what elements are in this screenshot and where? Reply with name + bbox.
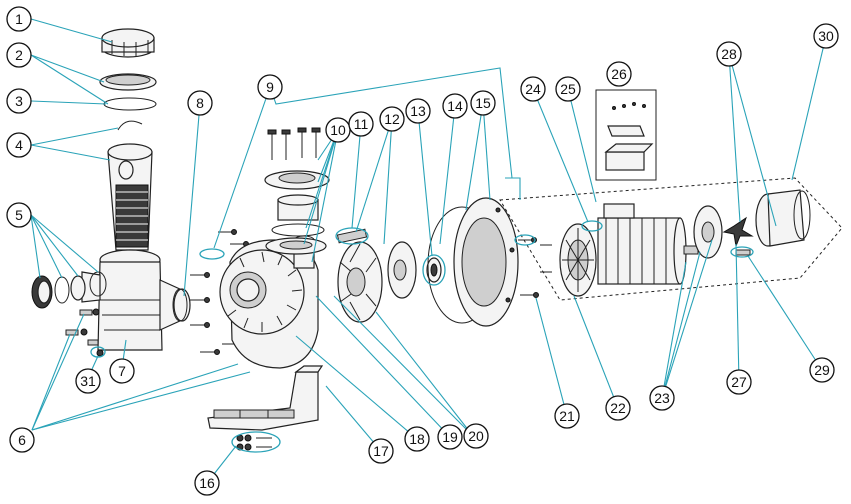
callout-25: 25 — [555, 76, 581, 102]
svg-text:15: 15 — [475, 95, 491, 111]
svg-text:6: 6 — [18, 432, 26, 448]
lid-oring-part — [103, 97, 157, 111]
callout-8: 8 — [187, 90, 213, 116]
callout-14: 14 — [442, 93, 468, 119]
svg-text:12: 12 — [384, 111, 400, 127]
svg-text:20: 20 — [468, 428, 484, 444]
callout-15: 15 — [470, 90, 496, 116]
strainer-basket-part — [107, 120, 153, 251]
mechanical-seal-part — [426, 257, 442, 283]
motor-assembly-frame — [499, 177, 843, 301]
fan-part — [722, 216, 754, 248]
callout-28: 28 — [716, 41, 742, 67]
callout-24: 24 — [520, 76, 546, 102]
svg-text:30: 30 — [818, 28, 834, 44]
callout-21: 21 — [554, 403, 580, 429]
svg-text:13: 13 — [410, 103, 426, 119]
callout-5: 5 — [6, 202, 32, 228]
svg-text:11: 11 — [354, 116, 369, 132]
callout-27: 27 — [726, 369, 752, 395]
support-foot-part — [207, 365, 324, 431]
lid-ring-part — [101, 28, 155, 58]
top-bolts-part — [267, 127, 321, 160]
callout-4: 4 — [6, 132, 32, 158]
callout-31: 31 — [75, 368, 101, 394]
svg-text:2: 2 — [15, 47, 23, 63]
motor-flange-part — [559, 223, 597, 297]
callout-20: 20 — [463, 423, 489, 449]
svg-text:4: 4 — [15, 137, 23, 153]
foot-bolts-part — [236, 434, 272, 451]
adapter-bolts-part — [518, 237, 552, 298]
callout-23: 23 — [649, 385, 675, 411]
callout-6: 6 — [9, 427, 35, 453]
svg-text:9: 9 — [266, 79, 274, 95]
impeller-part — [387, 241, 417, 299]
callout-16: 16 — [194, 470, 220, 496]
svg-text:26: 26 — [611, 66, 627, 82]
callout-22: 22 — [605, 395, 631, 421]
fan-cover-screw-part — [735, 249, 751, 256]
callout-3: 3 — [6, 88, 32, 114]
callout-7: 7 — [109, 358, 135, 384]
svg-text:25: 25 — [560, 81, 576, 97]
callout-30: 30 — [813, 23, 839, 49]
svg-text:29: 29 — [814, 362, 830, 378]
union-nut-part — [31, 271, 107, 309]
clear-lid-part — [99, 73, 157, 91]
callout-12: 12 — [379, 106, 405, 132]
svg-text:10: 10 — [330, 122, 346, 138]
svg-text:7: 7 — [118, 363, 126, 379]
svg-text:1: 1 — [15, 11, 23, 27]
fan-cover-part — [755, 189, 811, 247]
rear-bearing-cover-part — [693, 205, 723, 259]
svg-text:21: 21 — [559, 408, 575, 424]
drain-plugs-part — [65, 308, 104, 357]
motor-body-part — [597, 203, 699, 285]
shaft-sleeve-part — [336, 228, 368, 244]
svg-text:5: 5 — [15, 207, 23, 223]
callout-17: 17 — [368, 438, 394, 464]
strainer-housing-part — [81, 249, 191, 351]
svg-text:27: 27 — [731, 374, 747, 390]
svg-text:14: 14 — [447, 98, 463, 114]
svg-text:24: 24 — [525, 81, 541, 97]
callout-26: 26 — [606, 61, 632, 87]
svg-text:17: 17 — [373, 443, 389, 459]
terminal-box-part — [595, 89, 657, 181]
svg-text:28: 28 — [721, 46, 737, 62]
callout-18: 18 — [404, 426, 430, 452]
svg-text:23: 23 — [654, 390, 670, 406]
callout-29: 29 — [809, 357, 835, 383]
seal-flange-part — [264, 170, 330, 255]
callout-13: 13 — [405, 98, 431, 124]
svg-text:19: 19 — [442, 429, 458, 445]
seal-plate-part — [427, 197, 519, 327]
callout-19: 19 — [437, 424, 463, 450]
svg-text:3: 3 — [15, 93, 23, 109]
callout-1: 1 — [6, 6, 32, 32]
svg-text:16: 16 — [199, 475, 215, 491]
leader-lines — [30, 18, 827, 484]
housing-oring-part — [172, 288, 188, 322]
callout-2: 2 — [6, 42, 32, 68]
callout-11: 11 — [348, 111, 374, 137]
svg-text:31: 31 — [80, 373, 96, 389]
svg-text:18: 18 — [409, 431, 425, 447]
callout-10: 10 — [325, 117, 351, 143]
diffuser-part — [337, 241, 383, 323]
svg-text:22: 22 — [610, 400, 626, 416]
svg-text:8: 8 — [196, 95, 204, 111]
callout-9: 9 — [257, 74, 283, 100]
pump-casing-part — [219, 235, 319, 369]
